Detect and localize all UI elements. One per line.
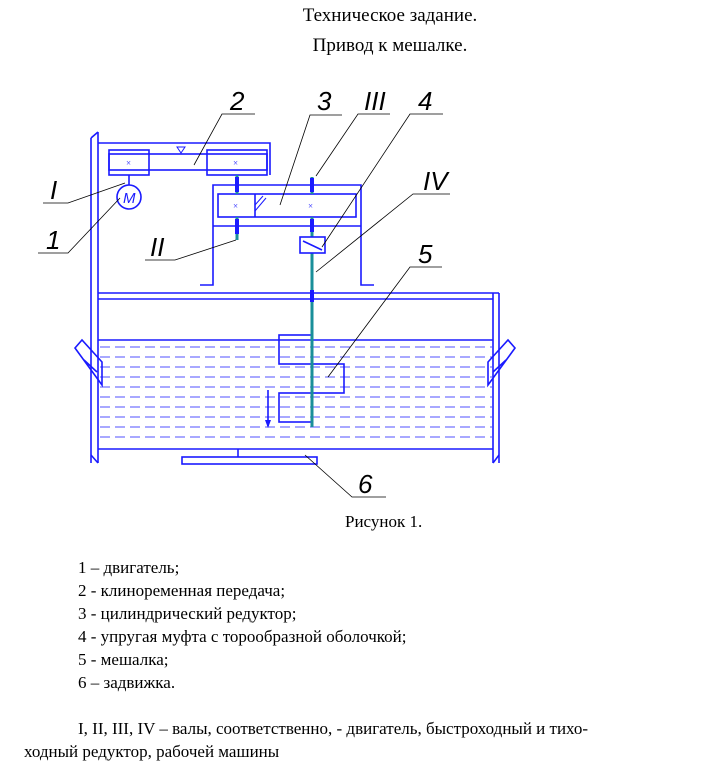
svg-text:×: × bbox=[233, 201, 238, 211]
svg-text:×: × bbox=[233, 158, 238, 168]
motor-letter: M bbox=[123, 190, 136, 207]
elastic-coupling bbox=[299, 236, 326, 254]
label-4: 4 bbox=[418, 86, 432, 116]
label-I: I bbox=[50, 175, 57, 205]
figure-caption: Рисунок 1. bbox=[345, 512, 423, 531]
tank bbox=[73, 292, 517, 464]
shafts-note-line2: ходный редуктор, рабочей машины bbox=[24, 742, 280, 761]
svg-text:×: × bbox=[126, 158, 131, 168]
label-2: 2 bbox=[229, 86, 245, 116]
motor: M bbox=[116, 175, 142, 210]
legend-item: 3 - цилиндрический редуктор; bbox=[78, 604, 297, 623]
leader-lines bbox=[38, 113, 450, 498]
label-III: III bbox=[364, 86, 386, 116]
legend-item: 6 – задвижка. bbox=[78, 673, 176, 692]
legend-item: 5 - мешалка; bbox=[78, 650, 169, 669]
left-frame bbox=[90, 131, 99, 464]
gate-valve bbox=[181, 449, 318, 465]
svg-text:×: × bbox=[308, 201, 313, 211]
label-6: 6 bbox=[358, 469, 373, 499]
document-subtitle: Привод к мешалке. bbox=[312, 35, 468, 56]
label-IV: IV bbox=[423, 166, 450, 196]
mixer-blades bbox=[265, 330, 345, 428]
mixer-drive-diagram: × × M × × bbox=[38, 86, 517, 499]
document-title: Техническое задание. bbox=[302, 5, 478, 26]
cylindrical-reducer: × × bbox=[200, 184, 374, 286]
legend-item: 4 - упругая муфта с торообразной оболочк… bbox=[78, 627, 407, 646]
label-II: II bbox=[150, 232, 164, 262]
legend-item: 1 – двигатель; bbox=[78, 558, 180, 577]
v-belt-drive: × × bbox=[98, 142, 271, 176]
shafts bbox=[235, 175, 314, 427]
label-5: 5 bbox=[418, 239, 433, 269]
shafts-note-line1: I, II, III, IV – валы, соответственно, -… bbox=[78, 719, 589, 738]
legend-item: 2 - клиноременная передача; bbox=[78, 581, 286, 600]
label-3: 3 bbox=[317, 86, 332, 116]
label-1: 1 bbox=[46, 225, 60, 255]
